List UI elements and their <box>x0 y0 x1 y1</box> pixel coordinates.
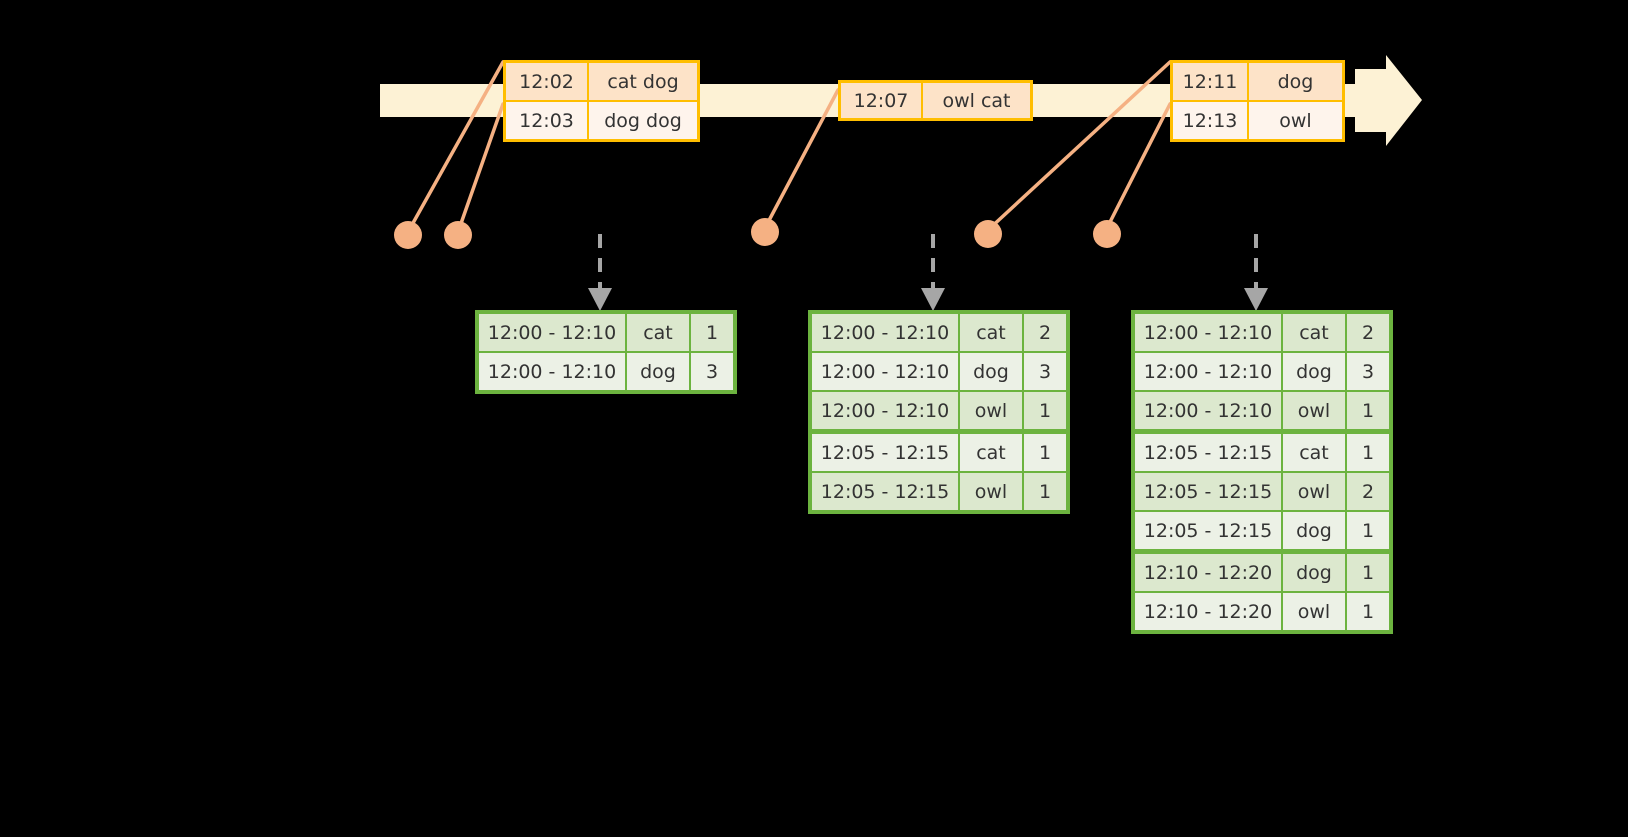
result-count-cell: 1 <box>1347 554 1389 591</box>
event-row[interactable]: 12:11 dog <box>1173 63 1342 100</box>
result-count-cell: 1 <box>1347 392 1389 429</box>
event-row[interactable]: 12:07 owl cat <box>841 83 1030 118</box>
result-word-cell: cat <box>1283 314 1345 351</box>
event-time: 12:02 <box>506 63 589 100</box>
event-text: owl <box>1249 102 1342 139</box>
result-word-cell: owl <box>1283 593 1345 630</box>
result-word-cell: cat <box>1283 434 1345 471</box>
event-row[interactable]: 12:03 dog dog <box>506 100 697 139</box>
result-word-cell: dog <box>1283 353 1345 390</box>
dashed-arrow-1 <box>588 234 612 311</box>
result-word-cell: owl <box>1283 392 1345 429</box>
result-word-cell: cat <box>960 314 1022 351</box>
result-word-cell: dog <box>1283 554 1345 591</box>
event-group-1[interactable]: 12:02 cat dog 12:03 dog dog <box>503 60 700 142</box>
result-count-cell: 1 <box>1024 434 1066 471</box>
result-window-cell: 12:05 - 12:15 <box>1135 473 1281 510</box>
trigger-dots <box>394 218 1121 249</box>
dashed-arrows <box>588 234 1268 311</box>
result-window-cell: 12:00 - 12:10 <box>1135 353 1281 390</box>
event-time: 12:13 <box>1173 102 1249 139</box>
event-time: 12:11 <box>1173 63 1249 100</box>
result-window-cell: 12:05 - 12:15 <box>1135 434 1281 471</box>
result-count-cell: 3 <box>1347 353 1389 390</box>
result-window-cell: 12:00 - 12:10 <box>1135 392 1281 429</box>
dashed-arrow-3 <box>1244 234 1268 311</box>
result-window-cell: 12:10 - 12:20 <box>1135 593 1281 630</box>
result-count-cell: 1 <box>1347 593 1389 630</box>
result-count-cell: 2 <box>1347 473 1389 510</box>
result-count-cell: 1 <box>1347 512 1389 549</box>
dashed-arrow-2 <box>921 234 945 311</box>
result-word-cell: dog <box>1283 512 1345 549</box>
result-word-cell: owl <box>1283 473 1345 510</box>
trigger-dot-2 <box>444 221 472 249</box>
result-word-cell: cat <box>960 434 1022 471</box>
result-count-cell: 2 <box>1024 314 1066 351</box>
result-count-cell: 1 <box>691 314 733 351</box>
trigger-dot-3 <box>751 218 779 246</box>
event-row[interactable]: 12:13 owl <box>1173 100 1342 139</box>
event-time: 12:03 <box>506 102 589 139</box>
event-group-3[interactable]: 12:11 dog 12:13 owl <box>1170 60 1345 142</box>
event-row[interactable]: 12:02 cat dog <box>506 63 697 100</box>
result-window-cell: 12:00 - 12:10 <box>479 314 625 351</box>
trigger-dot-4 <box>974 220 1002 248</box>
result-window-cell: 12:00 - 12:10 <box>1135 314 1281 351</box>
event-text: dog dog <box>589 102 697 139</box>
result-word-cell: owl <box>960 392 1022 429</box>
result-window-cell: 12:00 - 12:10 <box>812 392 958 429</box>
result-window-cell: 12:05 - 12:15 <box>1135 512 1281 549</box>
result-count-cell: 1 <box>1347 434 1389 471</box>
result-word-cell: cat <box>627 314 689 351</box>
result-word-cell: dog <box>627 353 689 390</box>
result-word-cell: owl <box>960 473 1022 510</box>
event-group-2[interactable]: 12:07 owl cat <box>838 80 1033 121</box>
event-text: dog <box>1249 63 1342 100</box>
result-window-cell: 12:05 - 12:15 <box>812 473 958 510</box>
result-count-cell: 1 <box>1024 473 1066 510</box>
result-window-cell: 12:00 - 12:10 <box>479 353 625 390</box>
result-window-cell: 12:00 - 12:10 <box>812 314 958 351</box>
event-time: 12:07 <box>841 83 923 118</box>
result-window-cell: 12:10 - 12:20 <box>1135 554 1281 591</box>
result-count-cell: 3 <box>1024 353 1066 390</box>
result-count-cell: 2 <box>1347 314 1389 351</box>
event-text: cat dog <box>589 63 697 100</box>
result-count-cell: 1 <box>1024 392 1066 429</box>
result-window-cell: 12:00 - 12:10 <box>812 353 958 390</box>
event-text: owl cat <box>923 83 1030 118</box>
result-word-cell: dog <box>960 353 1022 390</box>
result-window-cell: 12:05 - 12:15 <box>812 434 958 471</box>
trigger-dot-1 <box>394 221 422 249</box>
result-count-cell: 3 <box>691 353 733 390</box>
trigger-dot-5 <box>1093 220 1121 248</box>
connector-lines <box>406 60 1172 234</box>
